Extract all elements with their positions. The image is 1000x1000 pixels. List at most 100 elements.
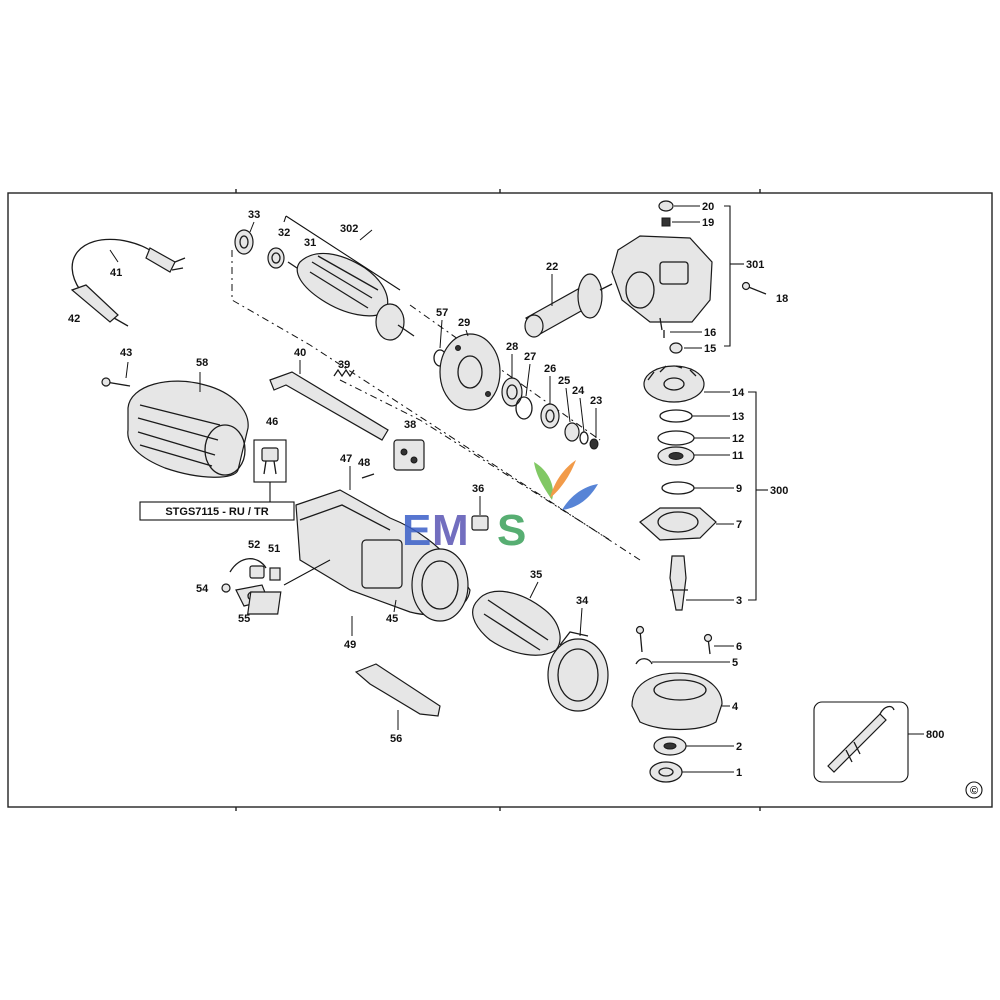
label-7: 7 (736, 519, 742, 531)
watermark-letter-s: S (497, 506, 526, 555)
bearing-33 (234, 229, 254, 255)
screw-18 (741, 281, 767, 295)
rear-housing (127, 380, 249, 478)
label-48: 48 (358, 457, 370, 469)
label-32: 32 (278, 227, 290, 239)
label-6: 6 (736, 641, 742, 653)
label-34: 34 (576, 595, 589, 607)
clamp-5 (635, 658, 653, 665)
switch-rod-40 (269, 371, 389, 441)
bearing-26 (540, 403, 560, 429)
label-47: 47 (340, 453, 352, 465)
label-58: 58 (196, 357, 208, 369)
pinion-25 (564, 422, 580, 442)
label-plate-49 (247, 591, 282, 615)
screw-43 (101, 377, 131, 387)
flange-nut-1 (649, 761, 683, 783)
label-302: 302 (340, 223, 358, 235)
label-20: 20 (702, 201, 714, 213)
watermark-letter-e: E (402, 506, 431, 555)
label-46: 46 (266, 416, 278, 428)
label-11: 11 (732, 450, 744, 462)
label-9: 9 (736, 483, 742, 495)
capacitor-46 (261, 447, 279, 475)
bearing-32 (267, 247, 285, 269)
label-57: 57 (436, 307, 448, 319)
label-18: 18 (776, 293, 788, 305)
label-12: 12 (732, 433, 744, 445)
nut-19 (661, 217, 671, 227)
stator-35 (472, 590, 561, 656)
watermark-letter-m: M (432, 506, 469, 555)
bearing-flange-7 (639, 507, 717, 541)
label-4: 4 (732, 701, 739, 713)
label-54: 54 (196, 583, 209, 595)
washer-24 (579, 431, 589, 445)
label-19: 19 (702, 217, 714, 229)
model-label: STGS7115 - RU / TR (165, 506, 268, 518)
label-28: 28 (506, 341, 518, 353)
bearing-plate-29 (439, 333, 501, 411)
wave-washer-12 (657, 430, 695, 446)
main-housing-45 (295, 489, 471, 622)
label-52: 52 (248, 539, 260, 551)
label-23: 23 (590, 395, 602, 407)
nut-23 (589, 438, 599, 450)
label-33: 33 (248, 209, 260, 221)
spring-15 (669, 342, 683, 354)
spindle-3 (669, 555, 688, 611)
cap-20 (658, 200, 674, 212)
label-31: 31 (304, 237, 316, 249)
ems-watermark: E M S (402, 460, 598, 555)
watermark-leaf-green-icon (534, 462, 554, 500)
label-43: 43 (120, 347, 132, 359)
label-25: 25 (558, 375, 570, 387)
label-14: 14 (732, 387, 745, 399)
spring-39 (333, 368, 355, 378)
label-301: 301 (746, 259, 764, 271)
switch-38 (393, 439, 425, 471)
label-42: 42 (68, 313, 80, 325)
label-36: 36 (472, 483, 484, 495)
part-800-box (813, 701, 909, 783)
label-38: 38 (404, 419, 416, 431)
model-label-box (139, 501, 295, 521)
label-5: 5 (732, 657, 738, 669)
spindle-lock-56 (354, 663, 441, 717)
label-16: 16 (704, 327, 716, 339)
bevel-gear-14 (643, 365, 705, 403)
fan-baffle-34 (547, 631, 609, 712)
label-800: 800 (926, 729, 944, 741)
label-13: 13 (732, 411, 744, 423)
gear-case-301 (611, 235, 713, 331)
label-49: 49 (344, 639, 356, 651)
copyright-symbol: © (970, 785, 978, 797)
label-41: 41 (110, 267, 122, 279)
diagram-frame (7, 192, 993, 808)
label-35: 35 (530, 569, 542, 581)
circlip-27 (515, 396, 533, 420)
gear-ring-28 (501, 377, 523, 407)
wheel-guard-4 (631, 672, 723, 731)
screw-6-right (703, 633, 713, 655)
side-handle-22 (524, 273, 613, 338)
watermark-leaf-orange-icon (550, 460, 576, 498)
label-300: 300 (770, 485, 788, 497)
part-36 (471, 515, 489, 531)
label-55: 55 (238, 613, 250, 625)
bearing-11 (657, 446, 695, 466)
power-cord (70, 238, 186, 327)
washer-9 (661, 481, 695, 495)
label-22: 22 (546, 261, 558, 273)
armature-rotor (287, 252, 415, 341)
label-26: 26 (544, 363, 556, 375)
flange-2 (653, 736, 687, 756)
watermark-leaf-blue-icon (562, 484, 598, 510)
label-15: 15 (704, 343, 716, 355)
circlip-13 (659, 409, 693, 423)
label-51: 51 (268, 543, 280, 555)
spanner-800 (827, 705, 895, 773)
label-29: 29 (458, 317, 470, 329)
label-3: 3 (736, 595, 742, 607)
